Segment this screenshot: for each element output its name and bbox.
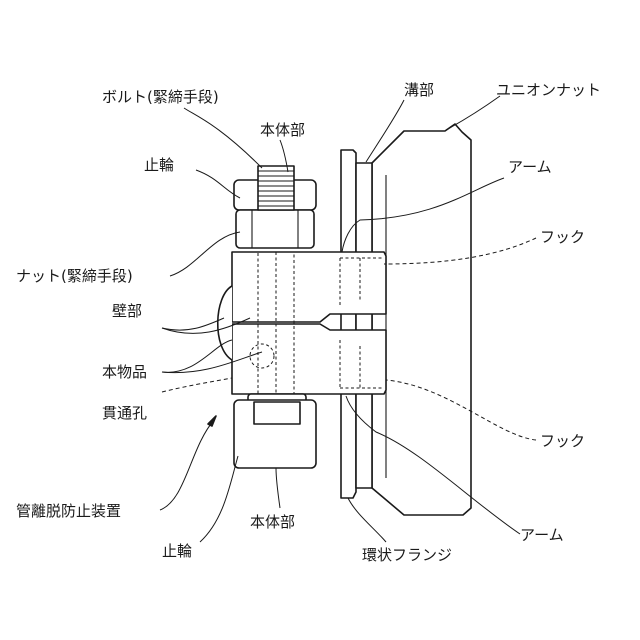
label-arm-bottom: アーム	[520, 526, 564, 544]
label-main-body-bottom: 本体部	[250, 513, 295, 531]
label-hook-bottom: フック	[540, 432, 585, 450]
annular-flange-lip	[356, 163, 372, 488]
label-this-product: 本物品	[102, 363, 147, 381]
label-union-nut: ユニオンナット	[496, 81, 601, 99]
lower-bolt-head-front	[254, 402, 300, 424]
label-stopper-ring-bottom: 止輪	[162, 542, 192, 560]
bolt-thread	[258, 166, 294, 210]
upper-nut-hex	[236, 210, 314, 248]
wall-part-shape	[218, 286, 232, 360]
label-annular-flange: 環状フランジ	[362, 546, 452, 564]
upper-body-segment	[232, 252, 386, 322]
union-nut-shape	[372, 124, 471, 515]
label-through-hole: 貫通孔	[102, 404, 147, 422]
label-main-body-top: 本体部	[260, 121, 305, 139]
annular-flange-shape	[341, 150, 356, 498]
label-hook-top: フック	[540, 228, 585, 246]
label-stopper-ring-top: 止輪	[144, 156, 174, 174]
label-pipe-detachment-prevention-device: 管離脱防止装置	[16, 502, 121, 520]
label-arm-top: アーム	[508, 158, 552, 176]
label-nut: ナット(緊締手段)	[16, 267, 133, 285]
label-wall-part: 壁部	[112, 302, 142, 320]
lower-body-segment	[232, 324, 386, 394]
arrow-head	[208, 416, 216, 426]
label-groove-part: 溝部	[404, 81, 434, 99]
label-bolt: ボルト(緊締手段)	[102, 88, 219, 106]
